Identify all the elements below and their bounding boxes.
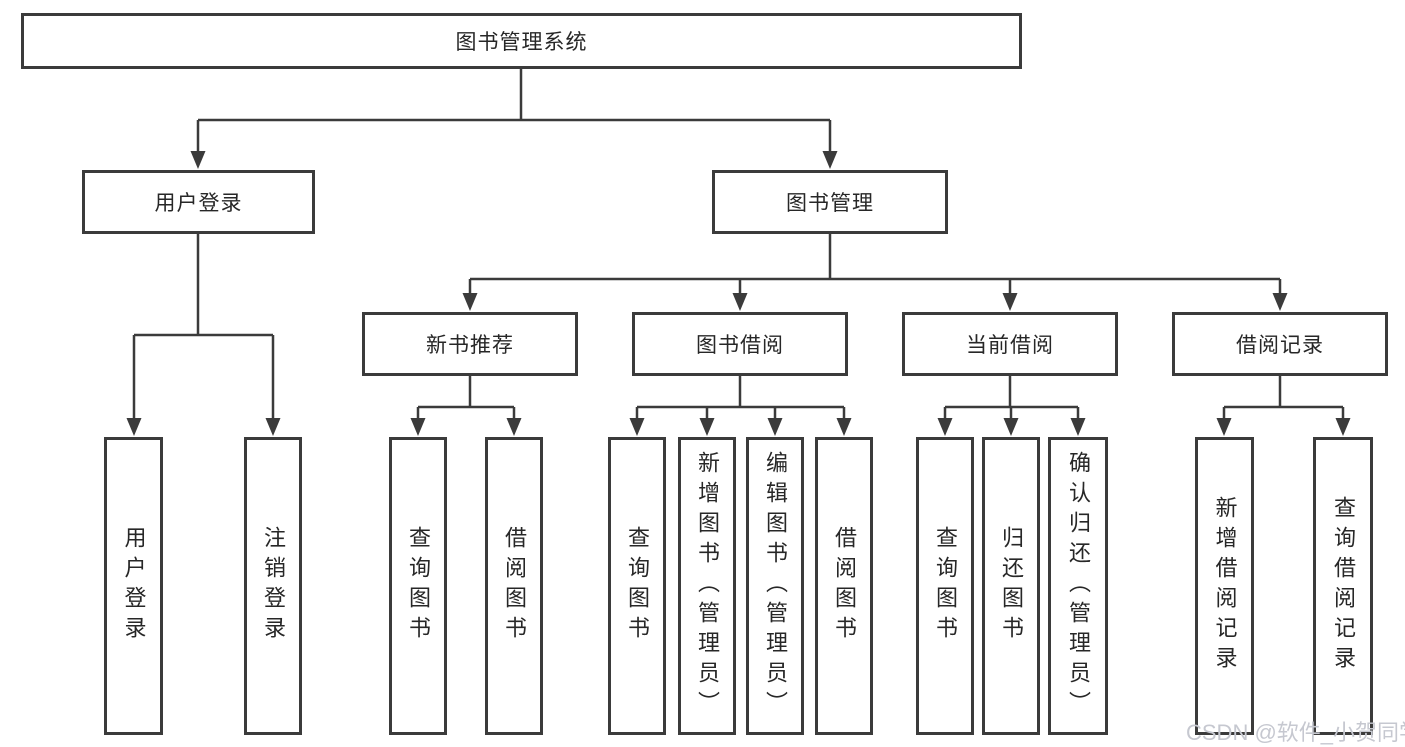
leaf-label: 查询图书 [625,526,650,646]
leaf-label: 归还图书 [999,526,1024,646]
leaf-label: 查询图书 [406,526,431,646]
leaf-label: 编辑图书（管理员） [763,451,788,721]
leaf-confirm-return-admin: 确认归还（管理员） [1048,437,1108,735]
leaf-label: 新增借阅记录 [1212,496,1238,676]
node-current-borrow: 当前借阅 [902,312,1118,376]
node-user-login: 用户登录 [82,170,315,234]
node-label: 借阅记录 [1236,334,1324,357]
node-root: 图书管理系统 [21,13,1022,69]
node-new-book-recommend: 新书推荐 [362,312,578,376]
leaf-label: 注销登录 [261,526,286,646]
node-book-management: 图书管理 [712,170,948,234]
leaf-label: 借阅图书 [832,526,857,646]
leaf-borrow-books-recommend: 借阅图书 [485,437,543,735]
leaf-add-book-admin: 新增图书（管理员） [678,437,736,735]
node-root-label: 图书管理系统 [455,31,588,54]
node-label: 当前借阅 [966,334,1054,357]
leaf-return-books: 归还图书 [982,437,1040,735]
leaf-query-books-recommend: 查询图书 [389,437,447,735]
node-label: 图书管理 [786,192,874,215]
node-label: 用户登录 [154,192,243,215]
node-borrow-records: 借阅记录 [1172,312,1388,376]
csdn-watermark: CSDN @软件_小贺同学 [1186,720,1405,745]
leaf-label: 确认归还（管理员） [1066,451,1091,721]
leaf-label: 查询借阅记录 [1331,496,1356,676]
leaf-borrow-books-borrow: 借阅图书 [815,437,873,735]
leaf-user-login: 用户登录 [104,437,163,735]
leaf-query-books-current: 查询图书 [916,437,974,735]
leaf-label: 新增图书（管理员） [695,451,720,721]
leaf-label: 查询图书 [933,526,958,646]
leaf-label: 用户登录 [121,526,147,646]
node-book-borrow: 图书借阅 [632,312,848,376]
leaf-add-borrow-record: 新增借阅记录 [1195,437,1254,735]
leaf-query-borrow-record: 查询借阅记录 [1313,437,1373,735]
node-label: 新书推荐 [426,334,514,357]
leaf-edit-book-admin: 编辑图书（管理员） [746,437,804,735]
node-label: 图书借阅 [696,334,784,357]
leaf-label: 借阅图书 [502,526,527,646]
leaf-logout: 注销登录 [244,437,302,735]
leaf-query-books-borrow: 查询图书 [608,437,666,735]
